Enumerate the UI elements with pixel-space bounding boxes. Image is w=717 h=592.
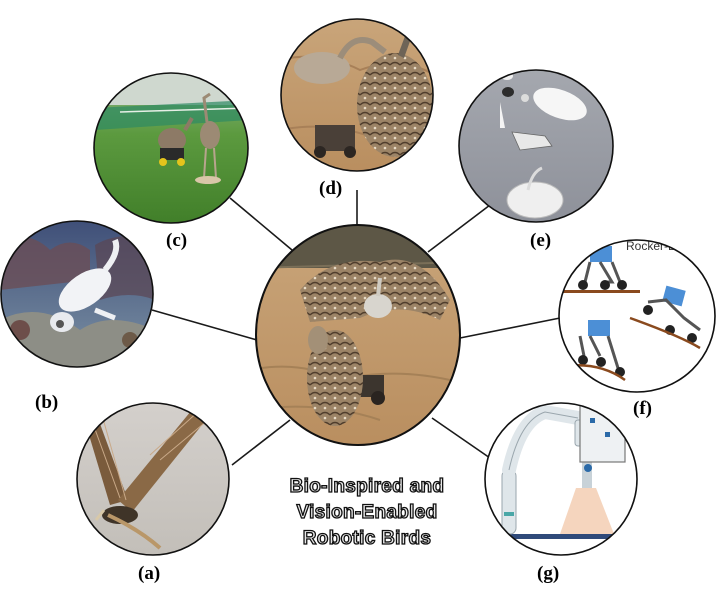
panel-b-underwater-robot xyxy=(0,220,154,368)
panel-g-robot-arm xyxy=(484,402,638,556)
diagram-title: Bio-Inspired and Vision-Enabled Robotic … xyxy=(262,474,472,552)
center-image-robotic-birds xyxy=(255,224,461,446)
connector-lines xyxy=(151,190,561,466)
connector-b xyxy=(151,309,258,341)
connector-e xyxy=(427,204,491,253)
connector-c xyxy=(229,197,293,251)
connector-a xyxy=(231,419,291,466)
panel-c-birds-on-grass xyxy=(93,72,249,224)
panel-label-g: (g) xyxy=(537,563,560,584)
panel-label-a: (a) xyxy=(138,563,161,584)
panel-label-f: (f) xyxy=(633,398,652,419)
diagram-title-line-3: Robotic Birds xyxy=(302,527,432,549)
panel-e-3d-model xyxy=(458,69,614,223)
panel-label-c: (c) xyxy=(166,230,188,251)
panel-f-rocker-bogie: Rocker-Bogie sy xyxy=(558,239,716,393)
rocker-bogie-caption: Rocker-Bogie sy xyxy=(626,239,714,253)
panel-a-ornithopter xyxy=(76,402,230,556)
panel-label-b: (b) xyxy=(35,392,59,413)
panel-d-bird-robot-sand xyxy=(280,18,434,172)
diagram-title-line-1: Bio-Inspired and xyxy=(289,475,445,497)
panel-label-d: (d) xyxy=(319,178,343,199)
panel-label-e: (e) xyxy=(530,230,552,251)
connector-f xyxy=(459,317,561,339)
connector-g xyxy=(431,417,491,459)
diagram-title-line-2: Vision-Enabled xyxy=(296,501,438,523)
